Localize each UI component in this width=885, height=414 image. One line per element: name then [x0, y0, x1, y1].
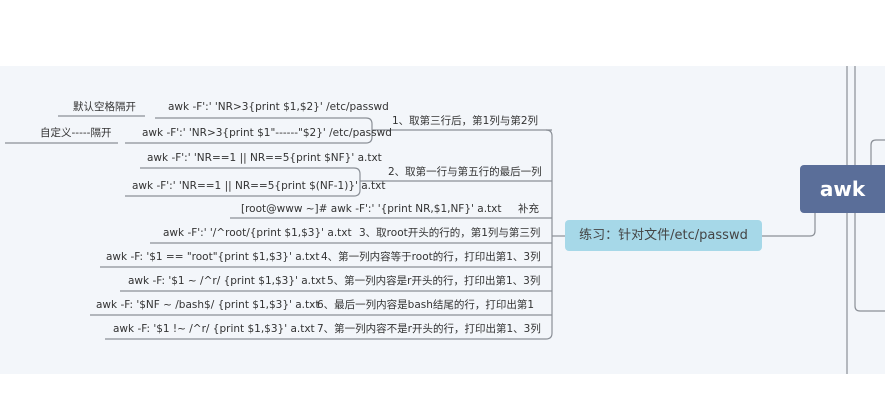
command-node: awk -F':' '/^root/{print $1,$3}' a.txt — [163, 227, 352, 239]
connector — [762, 213, 816, 237]
connector — [125, 167, 361, 197]
connector — [854, 213, 885, 312]
connector — [105, 332, 553, 340]
command-node: [root@www ~]# awk -F':' '{print NR,$1,NF… — [241, 203, 502, 215]
command-node: awk -F: '$1 !~ /^r/ {print $1,$3}' a.txt — [113, 323, 315, 335]
note-default-space: 默认空格隔开 — [73, 101, 136, 113]
branch-supplement-label: 补充 — [518, 203, 539, 215]
note-custom-separator: 自定义-----隔开 — [40, 127, 112, 139]
command-node: awk -F':' 'NR==1 || NR==5{print $NF}' a.… — [147, 152, 382, 164]
command-node: awk -F':' 'NR>3{print $1"------"$2}' /et… — [142, 127, 392, 139]
command-node: awk -F: '$1 == "root"{print $1,$3}' a.tx… — [106, 251, 320, 263]
topic-node-practice[interactable]: 练习：针对文件/etc/passwd — [565, 220, 762, 251]
branch-3-label: 3、取root开头的行的，第1列与第三列 — [359, 227, 541, 239]
root-node-awk[interactable]: awk — [800, 165, 885, 213]
branch-7-label: 7、第一列内容不是r开头的行，打印出第1、3列 — [317, 323, 541, 335]
branch-2-label: 2、取第一行与第五行的最后一列 — [388, 166, 542, 178]
command-node: awk -F':' 'NR>3{print $1,$2}' /etc/passw… — [168, 101, 389, 113]
branch-1-label: 1、取第三行后，第1列与第2列 — [392, 115, 539, 127]
branch-4-label: 4、第一列内容等于root的行，打印出第1、3列 — [321, 251, 541, 263]
command-node: awk -F':' 'NR==1 || NR==5{print $(NF-1)}… — [132, 180, 386, 192]
command-node: awk -F: '$NF ~ /bash$/ {print $1,$3}' a.… — [96, 299, 320, 311]
branch-5-label: 5、第一列内容是r开头的行，打印出第1、3列 — [327, 275, 541, 287]
connector — [545, 129, 553, 333]
branch-6-label: 6、最后一列内容是bash结尾的行，打印出第1 — [317, 299, 535, 311]
command-node: awk -F: '$1 ~ /^r/ {print $1,$3}' a.txt — [128, 275, 326, 287]
connector — [870, 139, 885, 165]
